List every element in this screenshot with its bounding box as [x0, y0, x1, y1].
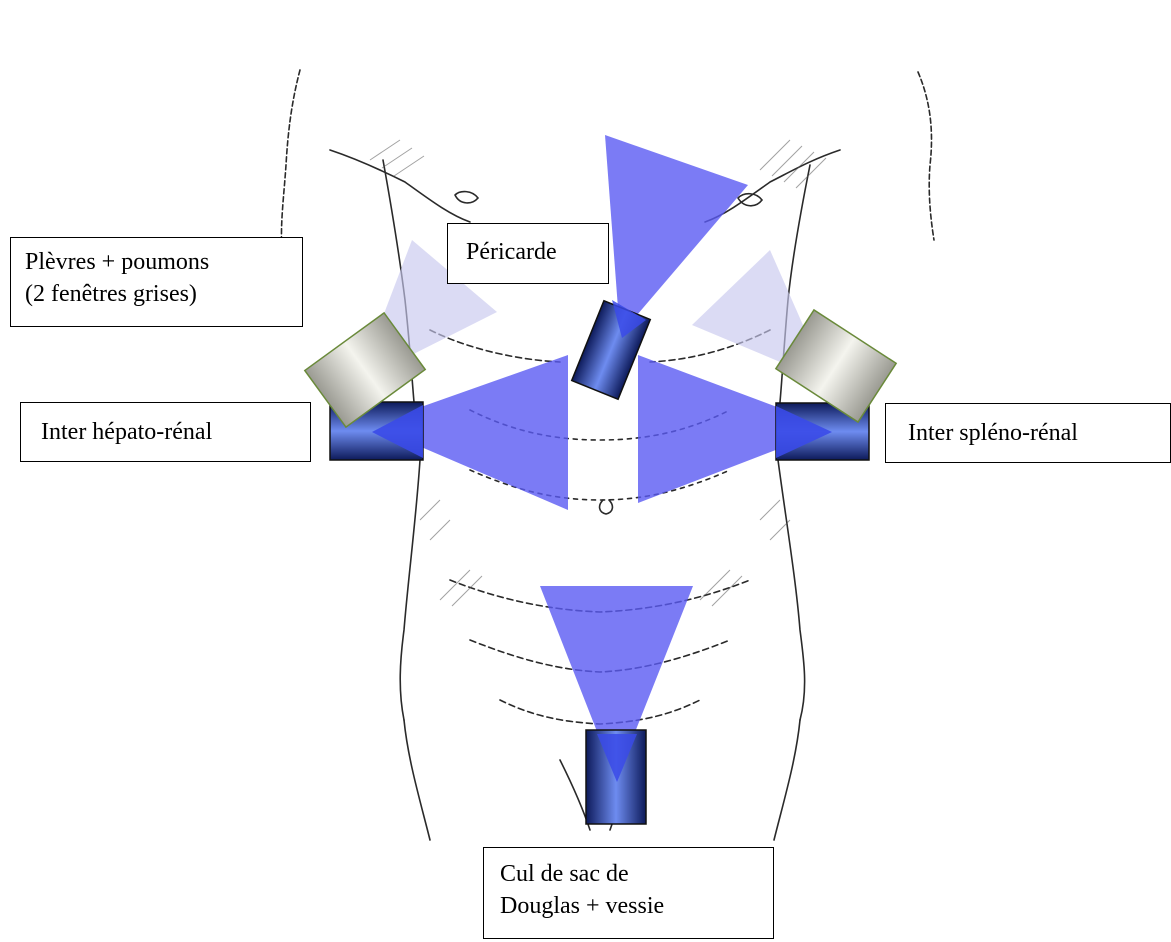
label-hepato-text: Inter hépato-rénal	[41, 416, 310, 448]
label-pericarde-text: Péricarde	[466, 236, 608, 268]
label-plevres-line1: Plèvres + poumons	[25, 246, 302, 278]
label-inter-hepato-renal: Inter hépato-rénal	[20, 402, 311, 462]
label-douglas-vessie: Cul de sac de Douglas + vessie	[483, 847, 774, 939]
label-plevres-line2: (2 fenêtres grises)	[25, 278, 302, 310]
label-plevres-poumons: Plèvres + poumons (2 fenêtres grises)	[10, 237, 303, 327]
label-inter-spleno-renal: Inter spléno-rénal	[885, 403, 1171, 463]
label-douglas-line1: Cul de sac de	[500, 858, 773, 890]
label-douglas-line2: Douglas + vessie	[500, 890, 773, 922]
label-spleno-text: Inter spléno-rénal	[908, 417, 1170, 449]
label-pericarde: Péricarde	[447, 223, 609, 284]
